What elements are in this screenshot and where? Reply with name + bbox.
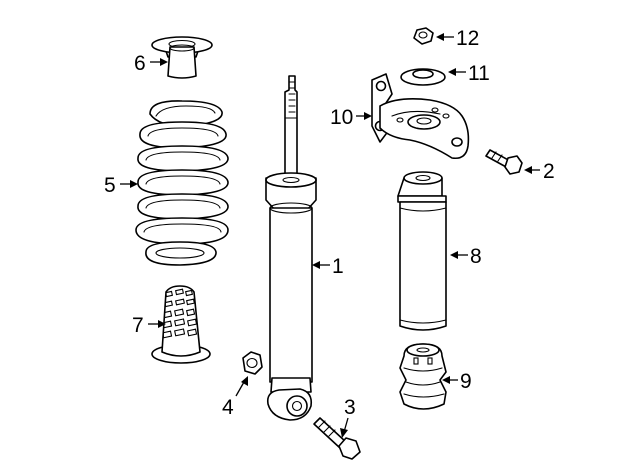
mount-washer — [400, 68, 446, 86]
callout-number-2: 2 — [543, 160, 555, 183]
callout-10: 10 — [330, 106, 372, 129]
callout-number-10: 10 — [330, 106, 353, 129]
callout-number-12: 12 — [456, 27, 479, 50]
lower-mount-nut — [242, 351, 263, 375]
callout-number-7: 7 — [132, 314, 144, 337]
callout-number-6: 6 — [134, 52, 146, 75]
callout-3: 3 — [340, 396, 356, 438]
callout-number-4: 4 — [222, 396, 234, 419]
shock-absorber — [265, 75, 317, 421]
upper-spring-insulator — [151, 36, 213, 79]
lower-mount-bolt — [313, 417, 361, 460]
callout-number-11: 11 — [468, 62, 490, 85]
coil-spring — [135, 100, 229, 266]
callout-5: 5 — [104, 174, 138, 197]
callout-6: 6 — [134, 52, 168, 75]
callout-number-3: 3 — [344, 396, 356, 419]
callout-number-1: 1 — [332, 255, 344, 278]
bump-stop — [399, 343, 447, 410]
callout-9: 9 — [442, 370, 472, 393]
callout-11: 11 — [448, 62, 490, 85]
upper-mount-bracket — [371, 73, 470, 160]
callout-7: 7 — [132, 314, 166, 337]
dust-boot — [397, 171, 447, 331]
callout-8: 8 — [450, 245, 482, 268]
callout-number-5: 5 — [104, 174, 116, 197]
callout-number-9: 9 — [460, 370, 472, 393]
callout-2: 2 — [524, 160, 555, 183]
callout-1: 1 — [312, 255, 344, 278]
lower-spring-seat — [151, 285, 211, 364]
bracket-bolt — [485, 149, 523, 175]
callout-12: 12 — [436, 27, 479, 50]
callout-number-8: 8 — [470, 245, 482, 268]
callout-4: 4 — [222, 376, 248, 419]
upper-mount-nut — [413, 27, 434, 45]
